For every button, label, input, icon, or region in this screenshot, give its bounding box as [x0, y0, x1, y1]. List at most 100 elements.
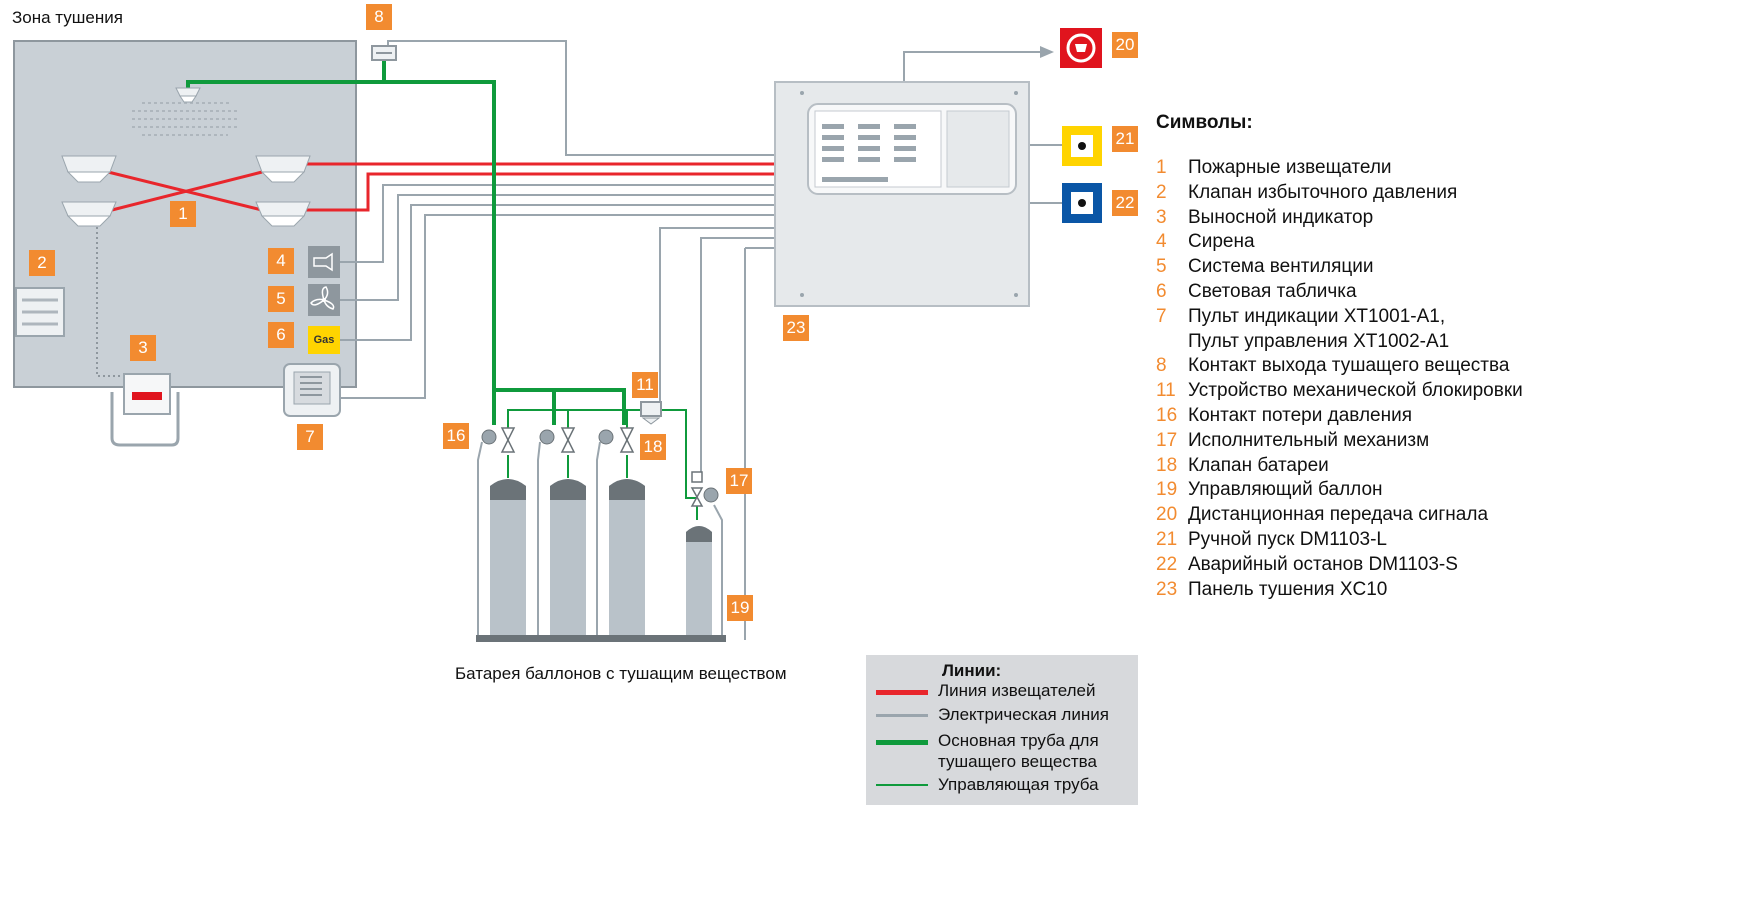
symbol-item: 3 Выносной индикатор [1156, 206, 1758, 231]
symbol-number: 22 [1156, 553, 1178, 575]
symbol-label: Выносной индикатор [1188, 206, 1374, 228]
control-terminal-device [283, 363, 341, 417]
main-agent-pipe [186, 60, 626, 425]
symbol-number: 23 [1156, 578, 1178, 600]
badge-20: 20 [1112, 32, 1138, 58]
extinguishing-panel [774, 81, 1030, 307]
battery-caption: Батарея баллонов с тушащим веществом [455, 664, 787, 683]
cylinder-rack [476, 635, 726, 642]
panel-led-grid [822, 124, 916, 182]
badge-8: 8 [366, 4, 392, 30]
symbol-item: 11 Устройство механической блокировки [1156, 379, 1758, 404]
legend-title: Линии: [942, 661, 1002, 680]
gas-sign-label: Gas [313, 334, 335, 346]
detector-lines [107, 162, 775, 212]
symbol-number: 16 [1156, 404, 1178, 426]
symbol-label: Ручной пуск DM1103-L [1188, 528, 1387, 550]
control-cylinder [686, 526, 712, 636]
signal-arrow-icon [1040, 46, 1054, 58]
symbol-label: Устройство механической блокировки [1188, 380, 1523, 402]
symbol-number: 19 [1156, 479, 1178, 501]
ventilation-fan-icon [308, 284, 340, 316]
mechanical-blocking-device [640, 401, 662, 425]
smoke-detector-3 [61, 201, 117, 227]
legend-swatch-electric-line [876, 714, 928, 717]
remote-indicator-cable [110, 392, 180, 447]
symbol-number: 5 [1156, 256, 1167, 278]
symbol-label: Панель тушения XC10 [1188, 578, 1388, 600]
badge-1: 1 [170, 201, 196, 227]
badge-2: 2 [29, 250, 55, 276]
symbol-number: 18 [1156, 454, 1178, 476]
badge-6: 6 [268, 322, 294, 348]
symbol-number: 2 [1156, 181, 1167, 203]
manual-release-button [1062, 126, 1102, 166]
emergency-stop-button [1062, 183, 1102, 223]
legend-label: Основная труба для тушащего вещества [938, 731, 1099, 771]
symbol-number [1156, 330, 1188, 355]
symbol-label: Дистанционная передача сигнала [1188, 504, 1489, 526]
symbol-label: Система вентиляции [1188, 256, 1374, 278]
badge-18: 18 [640, 434, 666, 460]
symbol-number: 21 [1156, 528, 1178, 550]
symbol-label: Контакт потери давления [1188, 404, 1413, 426]
ceiling-detector [175, 87, 201, 103]
symbol-number: 8 [1156, 355, 1167, 377]
legend-item: Линия извещателей [876, 680, 1138, 701]
badge-23: 23 [783, 315, 809, 341]
legend-swatch-main-pipe [876, 740, 928, 745]
symbol-label: Аварийный останов DM1103-S [1188, 553, 1458, 575]
legend-swatch-detector-line [876, 690, 928, 695]
symbol-item: 6 Световая табличка [1156, 280, 1758, 305]
legend-item: Электрическая линия [876, 704, 1138, 725]
symbol-item: 22 Аварийный останов DM1103-S [1156, 553, 1758, 578]
discharge-contact [371, 45, 397, 61]
legend-label: Управляющая труба [938, 775, 1099, 794]
symbol-number: 6 [1156, 280, 1167, 302]
control-pipe [507, 409, 698, 520]
badge-22: 22 [1112, 190, 1138, 216]
badge-11: 11 [632, 372, 658, 398]
symbol-label: Световая табличка [1188, 280, 1357, 302]
badge-21: 21 [1112, 126, 1138, 152]
legend-item: Основная труба для тушащего вещества [876, 730, 1138, 772]
symbol-item: 16 Контакт потери давления [1156, 404, 1758, 429]
symbol-label: Пульт управления XT1002-A1 [1188, 330, 1450, 352]
symbol-number: 4 [1156, 231, 1167, 253]
badge-19: 19 [727, 595, 753, 621]
badge-5: 5 [268, 286, 294, 312]
badge-16: 16 [443, 423, 469, 449]
symbol-number: 17 [1156, 429, 1178, 451]
cylinder-valves [500, 427, 704, 507]
symbol-label: Пожарные извещатели [1188, 157, 1392, 178]
badge-7: 7 [297, 424, 323, 450]
symbol-number: 11 [1156, 380, 1176, 402]
badge-3: 3 [130, 335, 156, 361]
legend-label: Линия извещателей [938, 681, 1096, 700]
symbols-title: Символы: [1156, 112, 1253, 133]
gas-light-sign [308, 326, 340, 354]
cylinder-1 [490, 479, 526, 636]
overpressure-damper [15, 287, 65, 337]
legend-item: Управляющая труба [876, 774, 1138, 795]
pressure-gauges [481, 429, 719, 503]
symbol-label: Пульт индикации XT1001-A1, [1188, 305, 1446, 327]
symbol-label: Исполнительный механизм [1188, 429, 1430, 451]
symbol-label: Управляющий баллон [1188, 479, 1383, 501]
symbol-item: 2 Клапан избыточного давления [1156, 181, 1758, 206]
smoke-detector-1 [61, 155, 117, 183]
remote-indicator [123, 373, 171, 415]
air-vent-pattern [132, 102, 238, 136]
symbol-label: Клапан избыточного давления [1188, 181, 1458, 203]
symbol-number: 3 [1156, 206, 1167, 228]
symbol-item: 17 Исполнительный механизм [1156, 429, 1758, 454]
badge-17: 17 [726, 468, 752, 494]
